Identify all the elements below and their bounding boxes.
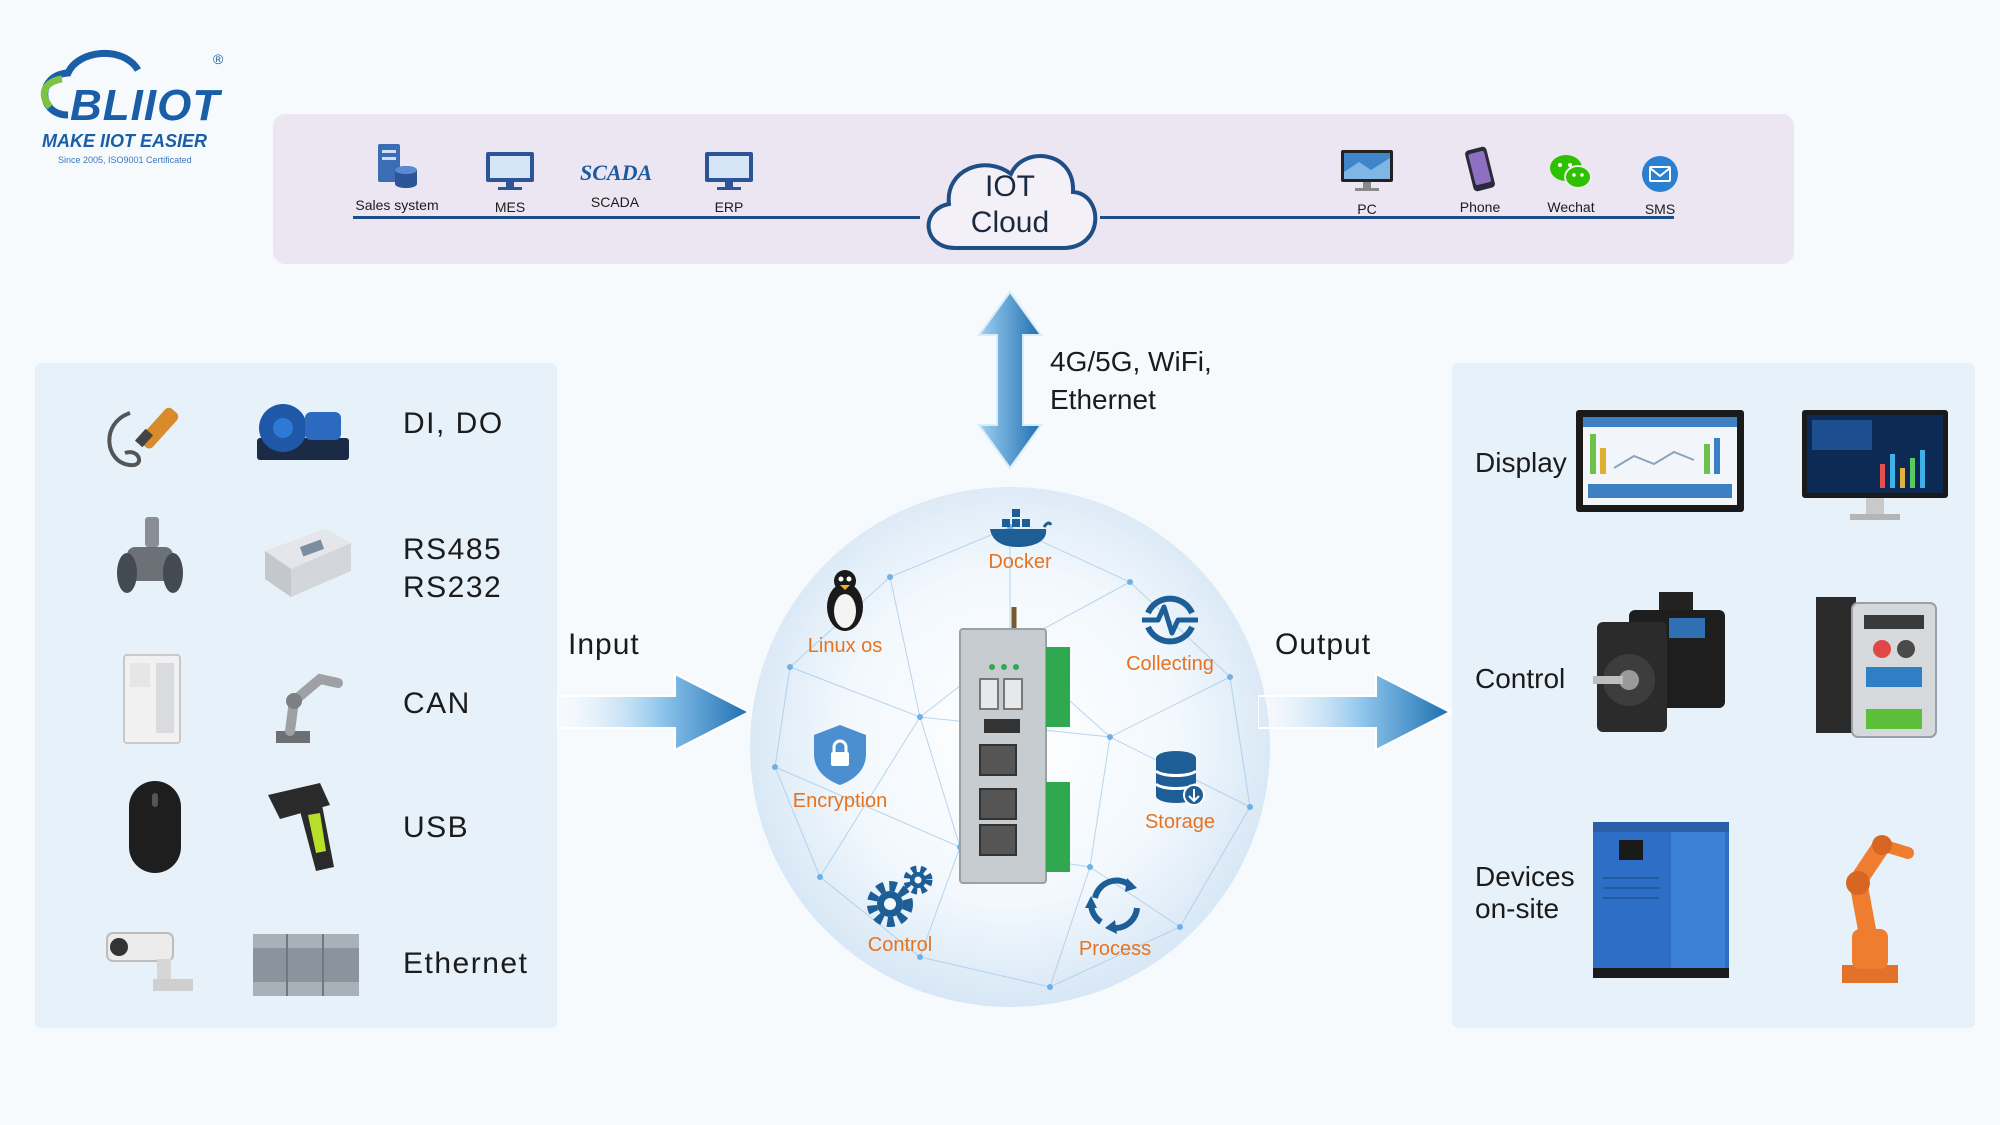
bliiot-logo: BLIIOT ® MAKE IIOT EASIER Since 2005, IS… [28, 45, 238, 175]
output-arrow-icon [1258, 672, 1453, 752]
logo-wordmark: BLIIOT [70, 81, 221, 130]
band-item-sales-system: Sales system [347, 142, 447, 213]
band-item-label: Wechat [1547, 199, 1595, 215]
band-item-label: PC [1357, 201, 1377, 217]
feature-label: Control [867, 934, 933, 956]
photoelectric-sensor-icon [107, 407, 179, 468]
feature-label: Process [1078, 938, 1152, 960]
database-icon [1154, 751, 1205, 806]
band-item-wechat: Wechat [1541, 152, 1601, 215]
monitor-icon [486, 152, 534, 190]
input-label-di-do: DI, DO [403, 407, 504, 440]
band-item-label: ERP [714, 199, 744, 215]
logo-tagline: MAKE IIOT EASIER [42, 131, 208, 151]
docker-whale-icon [990, 509, 1052, 547]
monitor-icon [705, 152, 753, 190]
band-item-mes: MES [480, 150, 540, 215]
connectivity-line1: 4G/5G, WiFi, [1050, 346, 1212, 377]
feature-process: Process [1060, 872, 1170, 961]
feature-label: Storage [1144, 811, 1216, 833]
iot-cloud: IOT Cloud [915, 140, 1105, 255]
input-arrow-icon [557, 672, 752, 752]
bidirectional-arrow-icon [977, 290, 1043, 470]
robot-arm-icon [276, 673, 343, 743]
plc-icon [253, 934, 359, 996]
flow-meter-icon [117, 517, 183, 593]
wechat-icon [1550, 155, 1592, 189]
band-line-left [353, 216, 920, 219]
feature-storage: Storage [1130, 749, 1230, 834]
collecting-wave-icon [1142, 595, 1198, 645]
input-panel: DI, DO RS485 RS232 CAN [35, 363, 557, 1028]
mouse-icon [129, 781, 181, 873]
network-mesh [772, 524, 1253, 990]
scada-logo: SCADA [580, 160, 653, 185]
logo-since: Since 2005, ISO9001 Certificated [58, 155, 192, 165]
industrial-robot-icon [1842, 835, 1914, 983]
roots-blower-icon [257, 404, 349, 460]
input-label-can: CAN [403, 687, 471, 720]
cycle-arrows-icon [1085, 877, 1140, 934]
band-item-label: SMS [1644, 201, 1676, 217]
feature-collecting: Collecting [1110, 587, 1230, 676]
cloud-icon [926, 154, 1098, 250]
air-compressor-icon [1593, 822, 1729, 978]
envelope-icon [1642, 156, 1678, 192]
output-label-control: Control [1475, 663, 1566, 694]
tablet-dashboard-icon [1576, 410, 1744, 512]
band-item-label: SCADA [590, 194, 640, 210]
cloud-label-line2: Cloud [970, 206, 1050, 239]
feature-label: Encryption [792, 790, 888, 812]
barcode-scanner-icon [268, 783, 334, 871]
connectivity-line2: Ethernet [1050, 384, 1156, 415]
gateway-sphere: Docker Linux os Collecting Encryption [750, 487, 1270, 1007]
linux-penguin-icon [827, 570, 863, 631]
smartphone-icon [1465, 146, 1495, 192]
gears-icon [867, 865, 933, 927]
output-label-devices-on-site: Devices on-site [1475, 861, 1575, 924]
feature-label: Linux os [807, 635, 883, 657]
frequency-inverter-icon [1816, 597, 1937, 738]
output-label: Output [1275, 628, 1372, 661]
input-label: Input [568, 628, 640, 661]
feature-label: Docker [988, 551, 1052, 573]
band-line-right [1100, 216, 1674, 219]
output-panel: Display Control [1452, 363, 1975, 1028]
band-item-pc: PC [1337, 148, 1397, 217]
feature-linux-os: Linux os [795, 567, 895, 658]
band-item-label: Phone [1459, 199, 1501, 215]
band-item-sms: SMS [1638, 154, 1682, 217]
band-item-erp: ERP [697, 150, 761, 215]
output-label-display: Display [1475, 447, 1567, 478]
gateway-device [959, 607, 1070, 884]
band-item-label: MES [494, 199, 526, 215]
input-label-usb: USB [403, 811, 470, 844]
monitor-dashboard-icon [1802, 410, 1948, 520]
cloud-label-line1: IOT [985, 170, 1035, 203]
feature-docker: Docker [970, 505, 1070, 574]
band-item-phone: Phone [1455, 146, 1505, 215]
registered-mark: ® [213, 51, 224, 67]
servo-motor-icon [1593, 592, 1725, 732]
shield-lock-icon [814, 725, 866, 785]
feature-encryption: Encryption [775, 722, 905, 813]
feature-control: Control [845, 862, 955, 957]
pc-monitor-icon [1341, 150, 1393, 191]
server-database-icon [378, 144, 417, 188]
input-label-ethernet: Ethernet [403, 947, 529, 980]
feature-label: Collecting [1126, 653, 1214, 675]
connectivity-label: 4G/5G, WiFi, Ethernet [1050, 343, 1212, 419]
input-label-rs485-rs232: RS485 RS232 [403, 533, 503, 604]
band-item-scada: SCADA SCADA [580, 150, 653, 210]
energy-meter-icon [265, 529, 351, 597]
ip-camera-icon [106, 932, 193, 991]
band-item-label: Sales system [355, 197, 439, 213]
battery-cabinet-icon [123, 654, 181, 744]
